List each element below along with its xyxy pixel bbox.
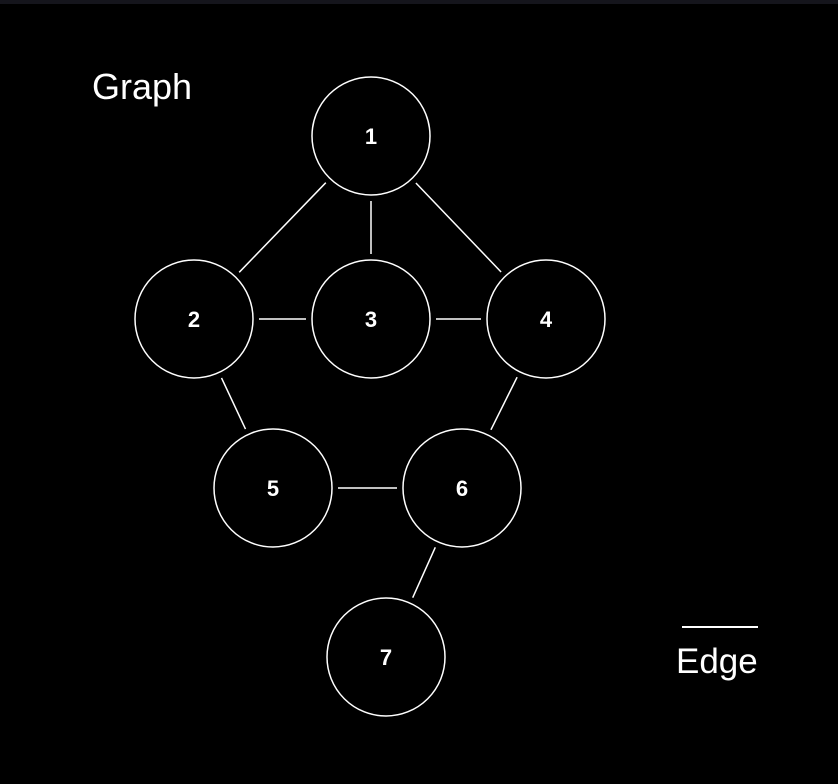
top-bar — [0, 0, 838, 4]
edge-1-2 — [238, 182, 327, 273]
node-circle-5 — [213, 428, 333, 548]
node-label-4: 4 — [540, 307, 553, 332]
graph-title: Graph — [92, 66, 193, 107]
node-label-6: 6 — [456, 476, 468, 501]
node-label-2: 2 — [188, 307, 200, 332]
node-3: 3 — [311, 259, 431, 379]
node-5: 5 — [213, 428, 333, 548]
node-7: 7 — [326, 597, 446, 717]
legend-edge-line — [682, 626, 758, 628]
node-6: 6 — [402, 428, 522, 548]
nodes-layer: 1 2 3 4 5 6 7 — [134, 76, 606, 717]
edge-6-7 — [412, 546, 436, 599]
edge-1-4 — [415, 182, 502, 273]
node-2: 2 — [134, 259, 254, 379]
node-label-5: 5 — [267, 476, 279, 501]
edges-layer — [220, 182, 518, 599]
legend-edge-label: Edge — [676, 642, 758, 681]
node-label-3: 3 — [365, 307, 377, 332]
node-label-1: 1 — [365, 124, 377, 149]
node-circle-6 — [402, 428, 522, 548]
node-circle-3 — [311, 259, 431, 379]
node-circle-4 — [486, 259, 606, 379]
node-circle-7 — [326, 597, 446, 717]
node-4: 4 — [486, 259, 606, 379]
node-circle-2 — [134, 259, 254, 379]
node-1: 1 — [311, 76, 431, 196]
node-label-7: 7 — [380, 645, 392, 670]
node-circle-1 — [311, 76, 431, 196]
edge-4-6 — [490, 376, 518, 431]
edge-2-5 — [220, 377, 247, 430]
